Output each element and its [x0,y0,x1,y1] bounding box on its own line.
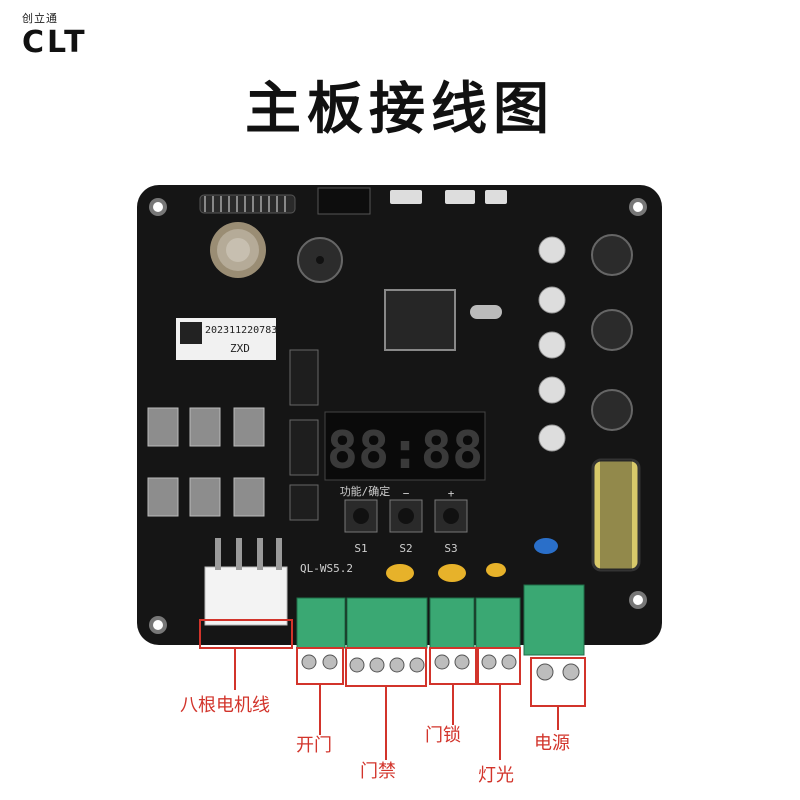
crystal [470,305,502,319]
callout-open: 开门 [296,735,332,756]
callout-access: 门禁 [360,761,396,782]
mosfet-array [147,407,265,517]
header-connector [317,187,371,215]
driver-ics [289,349,319,521]
serial-note: ZXD [230,342,250,355]
ceramic-capacitors [386,563,506,582]
button-label-function: 功能/确定 [340,484,391,498]
callout-motor: 八根电机线 [180,695,270,716]
button-label-plus: + [448,487,455,500]
highlight-power [530,657,586,707]
inductors [591,234,633,431]
highlight-motor [199,619,293,649]
mounting-holes [149,198,647,634]
callout-power: 电源 [534,733,570,754]
motor-connector [204,538,288,626]
top-white-connectors [390,190,507,204]
capacitors [538,236,566,452]
button-label-minus: − [403,487,410,500]
display-digits: 88:88 [327,421,484,481]
seven-segment-display [324,411,486,481]
antenna-coil [199,194,296,214]
brand-wordmark: CLT [22,25,88,60]
leader-lines [234,648,559,760]
callout-lock: 门锁 [425,725,461,746]
switch-s2: S2 [399,542,412,555]
callout-light: 灯光 [478,765,514,786]
brand-logo: 创立通 CLT [22,10,88,58]
blue-capacitor [534,538,558,554]
switch-s1: S1 [354,542,367,555]
mcu-chip [384,289,456,351]
electrolytic-capacitor [591,458,641,572]
page-title: 主板接线图 [245,77,555,142]
brand-name: 创立通 [22,12,58,25]
serial-number: 202311220783 [205,325,277,336]
coin-battery [210,222,266,278]
board-model: QL-WS5.2 [300,562,353,575]
terminal-screws [301,654,580,681]
tact-buttons [344,499,468,533]
switch-s3: S3 [444,542,457,555]
terminal-blocks [296,584,585,656]
